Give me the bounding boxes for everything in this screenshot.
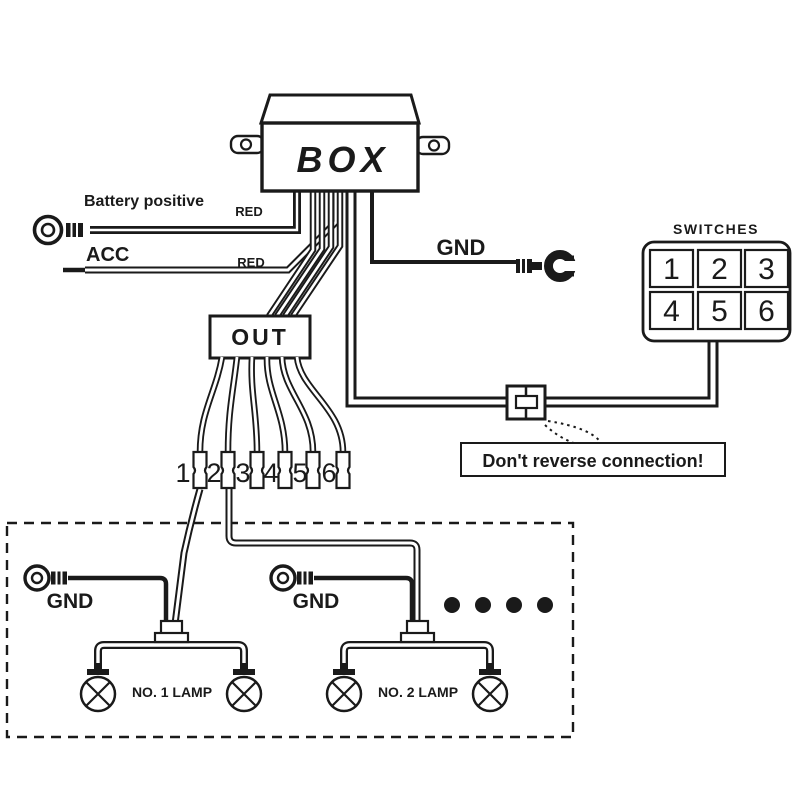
out-box: OUT <box>208 314 312 360</box>
switch-button-5 <box>696 290 743 331</box>
control-box: BOX <box>229 93 451 193</box>
lamp1-gnd-label: GND <box>47 590 94 613</box>
box-body <box>260 121 420 193</box>
acc-label: ACC <box>86 244 129 266</box>
bullet-connector-2 <box>220 450 236 490</box>
lamp-assembly-2: GND NO. 2 LAMP <box>269 564 509 713</box>
output-number-1: 1 <box>175 458 190 488</box>
lamp1-label: NO. 1 LAMP <box>132 684 212 700</box>
battery-label: Battery positive <box>84 193 204 210</box>
output-numbers: 1 2 3 4 5 6 <box>175 458 336 488</box>
bullet-connector-5 <box>305 450 321 490</box>
note-leader-dotted-icon <box>544 420 603 448</box>
mounting-tab-right-icon <box>414 135 451 156</box>
lamp1-gnd-ring-terminal-icon <box>23 564 67 592</box>
lamp2-gnd-wire <box>314 575 415 622</box>
switch-button-3 <box>743 248 790 289</box>
switch-button-4-label: 4 <box>663 295 680 328</box>
lamp1-junction-base <box>153 631 190 644</box>
out-box-label: OUT <box>231 324 289 350</box>
lamp-assembly-1: GND NO. 1 LAMP <box>23 564 263 713</box>
output-wires <box>200 357 343 452</box>
lamp1-left-bulb-icon <box>79 675 117 713</box>
output-number-3: 3 <box>235 458 250 488</box>
switch-button-6-label: 6 <box>758 295 775 328</box>
bullet-connector-3 <box>249 450 265 490</box>
bullet-connector-6 <box>335 450 351 490</box>
ground-wire <box>370 191 517 264</box>
switch-button-2 <box>696 248 743 289</box>
lamp-area-border <box>5 521 575 739</box>
lamp2-gnd-ring-terminal-icon <box>269 564 313 592</box>
lamp1-right-bulb-icon <box>225 675 263 713</box>
lamp-feed-wire-1 <box>175 489 200 624</box>
switch-panel: SWITCHES 1 2 3 4 5 6 <box>641 221 792 343</box>
output-number-6: 6 <box>321 458 336 488</box>
ground-label: GND <box>437 235 486 260</box>
bullet-connector-4 <box>277 450 293 490</box>
acc-wire <box>63 191 336 270</box>
more-lamps-ellipsis-icon <box>444 597 553 613</box>
lamp2-right-socket-icon <box>479 663 501 675</box>
switch-button-6 <box>743 290 790 331</box>
bullet-connector-1 <box>192 450 208 490</box>
switch-button-5-label: 5 <box>711 295 728 328</box>
lamp1-right-socket-icon <box>233 663 255 675</box>
lamp2-left-bulb-icon <box>325 675 363 713</box>
lamp2-label: NO. 2 LAMP <box>378 684 458 700</box>
output-number-4: 4 <box>263 458 278 488</box>
switch-panel-title: SWITCHES <box>673 221 759 237</box>
box-label: BOX <box>296 139 389 180</box>
switch-button-2-label: 2 <box>711 253 728 286</box>
output-number-5: 5 <box>292 458 307 488</box>
battery-wire-color-label: RED <box>235 204 262 219</box>
lamp2-left-socket-icon <box>333 663 355 675</box>
switch-button-1-label: 1 <box>663 253 680 286</box>
output-connectors <box>192 450 351 490</box>
lamp2-right-bulb-icon <box>471 675 509 713</box>
switch-button-4 <box>648 290 695 331</box>
plug-connector-icon <box>505 384 547 421</box>
warning-note-text: Don't reverse connection! <box>482 451 703 471</box>
box-lid <box>258 93 421 125</box>
lamp2-gnd-label: GND <box>293 590 340 613</box>
switch-button-3-label: 3 <box>758 253 775 286</box>
lamp1-gnd-wire <box>68 575 169 622</box>
switch-button-1 <box>648 248 695 289</box>
lamp1-left-socket-icon <box>87 663 109 675</box>
acc-wire-color-label: RED <box>237 255 264 270</box>
lamp2-junction-base <box>399 631 436 644</box>
battery-ring-terminal-icon <box>32 214 83 246</box>
mounting-tab-left-icon <box>229 134 266 155</box>
warning-note: Don't reverse connection! <box>460 442 726 477</box>
ground-ring-terminal-icon <box>516 250 583 282</box>
output-number-2: 2 <box>206 458 221 488</box>
